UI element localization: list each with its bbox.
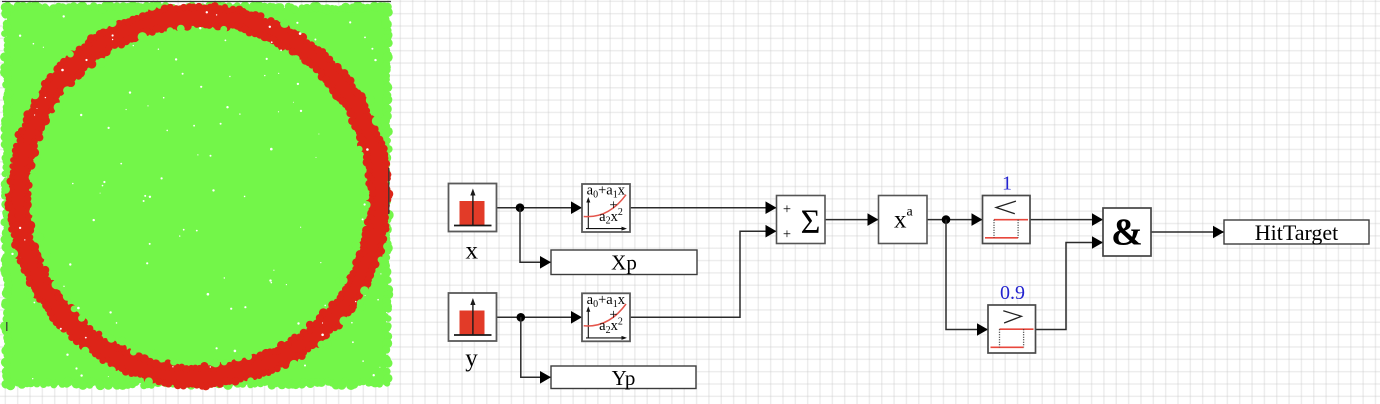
svg-text:1: 1	[1002, 173, 1012, 195]
svg-text:+: +	[609, 307, 617, 323]
svg-text:HitTarget: HitTarget	[1255, 220, 1339, 245]
svg-text:+: +	[783, 201, 791, 217]
svg-text:y: y	[465, 345, 478, 372]
svg-text:Yp: Yp	[612, 366, 636, 390]
svg-text:a2x2: a2x2	[599, 316, 623, 336]
svg-text:0.9: 0.9	[1000, 282, 1025, 304]
svg-text:a0+a1x: a0+a1x	[587, 292, 626, 310]
svg-text:Σ: Σ	[801, 204, 821, 241]
svg-text:+: +	[783, 226, 791, 242]
svg-text:Xp: Xp	[611, 251, 637, 275]
svg-text:+: +	[609, 198, 617, 214]
svg-text:a2x2: a2x2	[599, 207, 623, 227]
svg-text:x: x	[466, 238, 479, 265]
svg-text:a0+a1x: a0+a1x	[587, 183, 626, 201]
svg-text:&: &	[1111, 212, 1143, 254]
